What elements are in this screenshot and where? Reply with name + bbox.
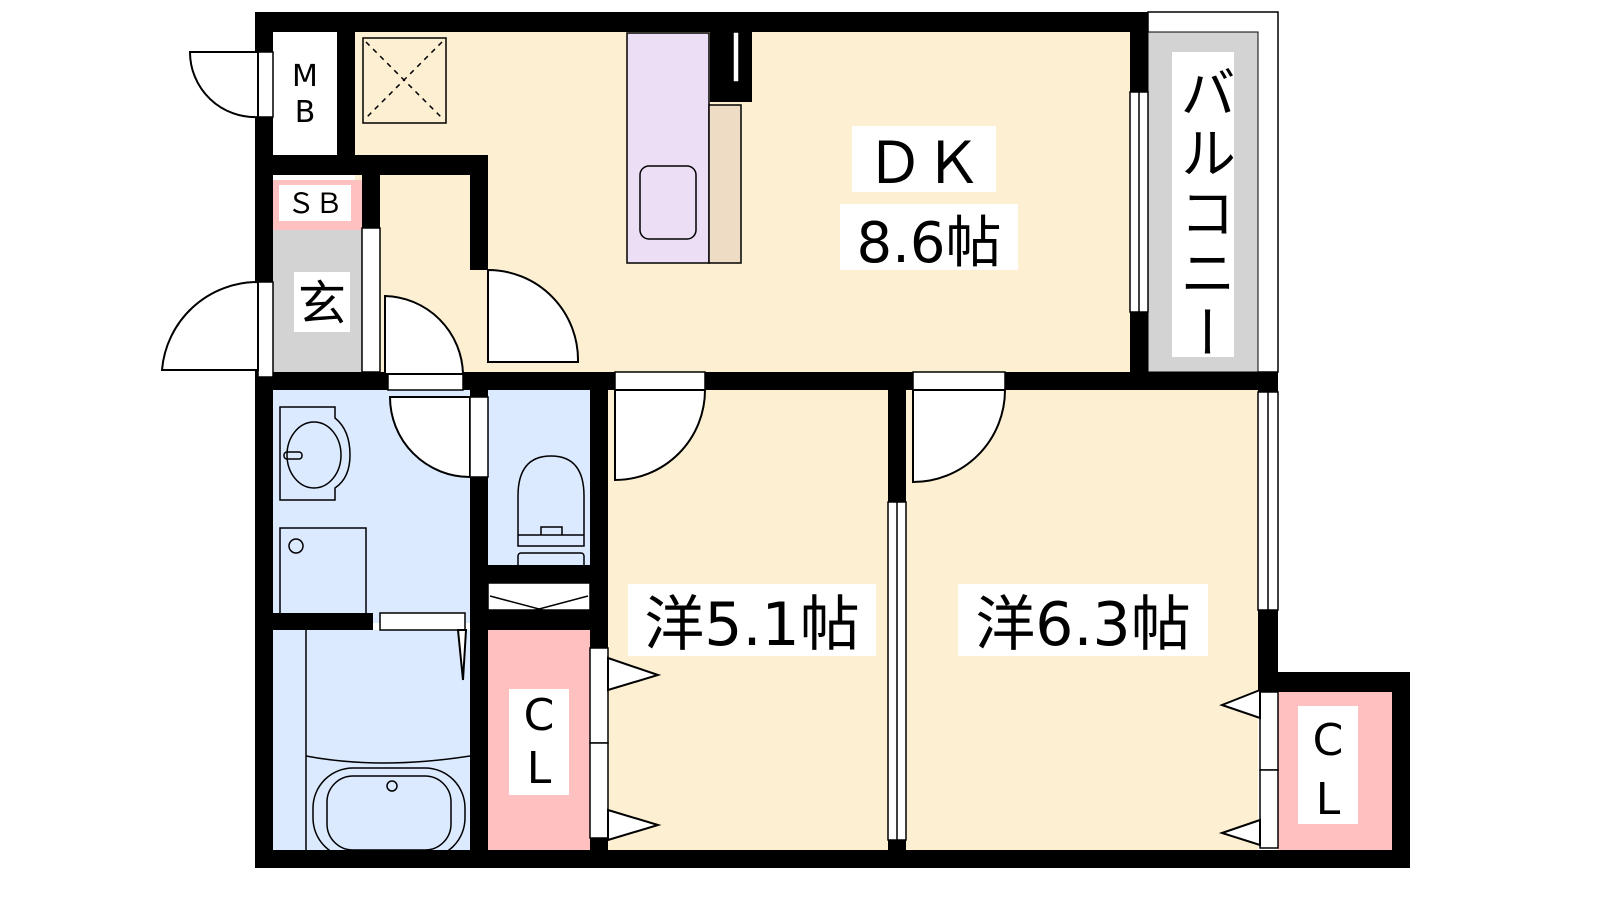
western2-label: 洋6.3帖 [975,590,1190,660]
room2-door [912,389,1007,484]
closet2-label-c: C [1313,715,1344,766]
meter-box [273,32,337,155]
svg-text:M: M [292,59,318,94]
washbasin-icon [279,406,351,501]
kitchen-counter [626,32,742,264]
wash-door [388,396,471,479]
toilet-icon [517,455,585,575]
hall-door [384,294,465,375]
walls [255,12,1410,868]
closet2-label-l: L [1316,774,1341,825]
front-door [160,280,259,371]
closet1-label-c: C [524,690,555,741]
bathtub-icon [305,630,471,859]
storage-box [487,582,591,611]
closet1-label-l: L [527,743,552,794]
western1-label: 洋5.1帖 [644,590,859,660]
toilet-floor [488,390,590,565]
room1-door [614,389,707,482]
shoe-box-label: ＳＢ [287,187,343,220]
sink-icon [639,165,697,240]
washing-machine-icon [279,527,367,615]
doors [160,51,1279,849]
balcony-label: バルコニー [1171,64,1236,364]
dk-door [487,268,580,363]
mb-door [188,51,259,119]
dk-label: ＤＫ [866,129,982,197]
svg-text:B: B [295,95,316,130]
storage-cross-icon [489,595,589,623]
windows [257,31,1279,841]
bathroom-floor [273,630,470,850]
entrance-label: 玄 [298,276,346,332]
ceiling-hatch-icon [362,37,447,124]
dk-size: 8.6帖 [856,211,1001,276]
meter-box-label: M B [292,59,318,130]
